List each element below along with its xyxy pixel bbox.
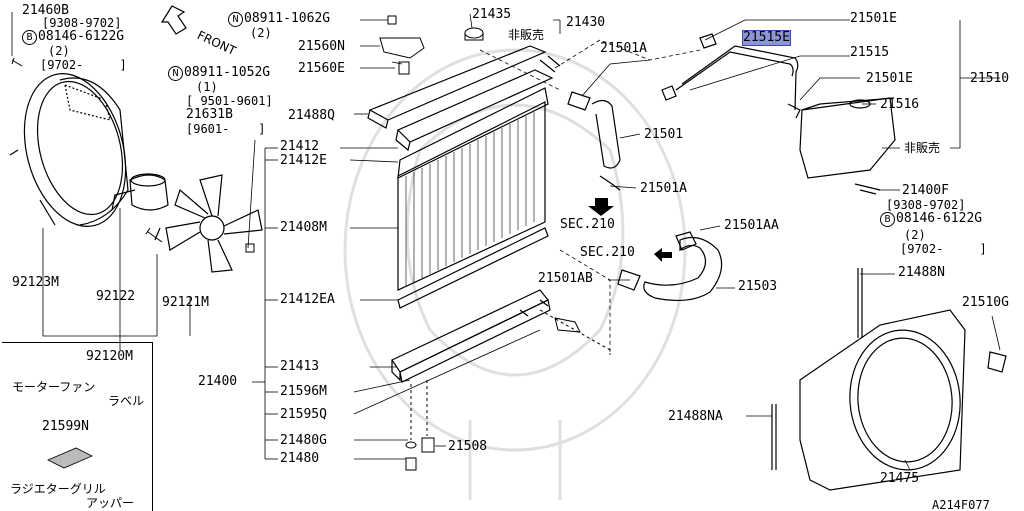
label-21515e-highlighted[interactable]: 21515E (742, 30, 791, 46)
label-qty-2-left: (2) (48, 44, 70, 58)
label-upper: アッパー (86, 496, 135, 510)
label-sticker-icon (47, 447, 93, 469)
label-21595q: 21595Q (280, 407, 327, 422)
label-92120m: 92120M (86, 349, 133, 364)
label-n08911-1052g-text: 08911-1052G (184, 65, 271, 80)
small-fasteners (11, 15, 410, 253)
label-21515: 21515 (850, 45, 890, 60)
label-9308-9702-right: [9308-9702] (886, 198, 966, 212)
watermark-emblem (343, 48, 687, 500)
label-21501ab: 21501AB (538, 271, 593, 286)
label-21508: 21508 (448, 439, 488, 454)
label-21510: 21510 (970, 71, 1010, 86)
fan-shroud-right (771, 268, 1007, 491)
label-not-sold-1: 非販売 (508, 28, 545, 42)
label-21480g: 21480G (280, 433, 327, 448)
radiator-core (397, 87, 549, 291)
radiator-upper-tank (367, 45, 561, 152)
label-b08146-text-2: 08146-6122G (896, 211, 983, 226)
label-21501aa: 21501AA (724, 218, 779, 233)
reservoir-tank (661, 33, 896, 195)
label-21560e: 21560E (298, 61, 345, 76)
label-sec210-1: SEC.210 (560, 217, 615, 232)
label-21596m: 21596M (280, 384, 327, 399)
label-qty-2-top: (2) (250, 26, 272, 40)
front-arrow (160, 5, 187, 35)
label-label-word: ラベル (108, 394, 145, 408)
label-21501a-top: 21501A (600, 41, 647, 56)
label-21501: 21501 (644, 127, 684, 142)
label-21475: 21475 (880, 471, 920, 486)
label-box (2, 342, 153, 511)
label-92121m: 92121M (162, 295, 209, 310)
bolt-b-symbol-icon: B (22, 30, 37, 45)
label-21430: 21430 (566, 15, 606, 30)
label-21560n: 21560N (298, 39, 345, 54)
label-21480: 21480 (280, 451, 320, 466)
label-92122: 92122 (96, 289, 136, 304)
label-9702-left: [9702- ] (40, 58, 127, 72)
top-small-parts (379, 27, 484, 59)
label-b08146-text: 08146-6122G (38, 29, 125, 44)
label-21400f: 21400F (902, 183, 949, 198)
label-9702-right: [9702- ] (900, 242, 987, 256)
label-not-sold-2: 非販売 (904, 141, 941, 155)
label-figure-code: A214F077 (932, 498, 990, 511)
hoses (567, 91, 723, 302)
nut-n-symbol-icon-2: N (228, 12, 243, 27)
label-9501-9601: [ 9501-9601] (186, 94, 273, 108)
label-21412: 21412 (280, 139, 320, 154)
fan-motor (111, 173, 169, 211)
radiator-lower-parts (391, 227, 551, 383)
label-21412e: 21412E (280, 153, 327, 168)
label-21460b-range: [9308-9702] (42, 16, 122, 30)
nut-n-symbol-icon: N (168, 66, 183, 81)
label-21408m: 21408M (280, 220, 327, 235)
label-qty-2-right: (2) (904, 228, 926, 242)
label-21435: 21435 (472, 7, 512, 22)
label-21599n: 21599N (42, 419, 89, 434)
label-radiator-grille: ラジエターグリル (10, 482, 106, 496)
bolt-b-symbol-icon-2: B (880, 212, 895, 227)
fan-shroud-left (9, 73, 129, 227)
flow-arrows (588, 198, 672, 262)
label-21516: 21516 (880, 97, 920, 112)
label-21413: 21413 (280, 359, 320, 374)
label-21503: 21503 (738, 279, 778, 294)
label-qty-1: (1) (196, 80, 218, 94)
label-21412ea: 21412EA (280, 292, 335, 307)
label-92123m: 92123M (12, 275, 59, 290)
label-21460b: 21460B (22, 3, 69, 18)
fan-blades (154, 174, 263, 273)
label-21501a-mid: 21501A (640, 181, 687, 196)
label-21631b: 21631B (186, 107, 233, 122)
label-21501e-top: 21501E (850, 11, 897, 26)
label-21488q: 21488Q (288, 108, 335, 123)
label-sec210-2: SEC.210 (580, 245, 635, 260)
label-21488n: 21488N (898, 265, 945, 280)
label-motor-fan: モーターファン (12, 380, 96, 394)
label-21400: 21400 (198, 374, 238, 389)
label-9601: [9601- ] (186, 122, 266, 136)
label-n08911-1062g-text: 08911-1062G (244, 11, 331, 26)
label-21488na: 21488NA (668, 409, 723, 424)
label-21501e-mid: 21501E (866, 71, 913, 86)
leader-lines (11, 12, 1001, 471)
label-21510g: 21510G (962, 295, 1009, 310)
